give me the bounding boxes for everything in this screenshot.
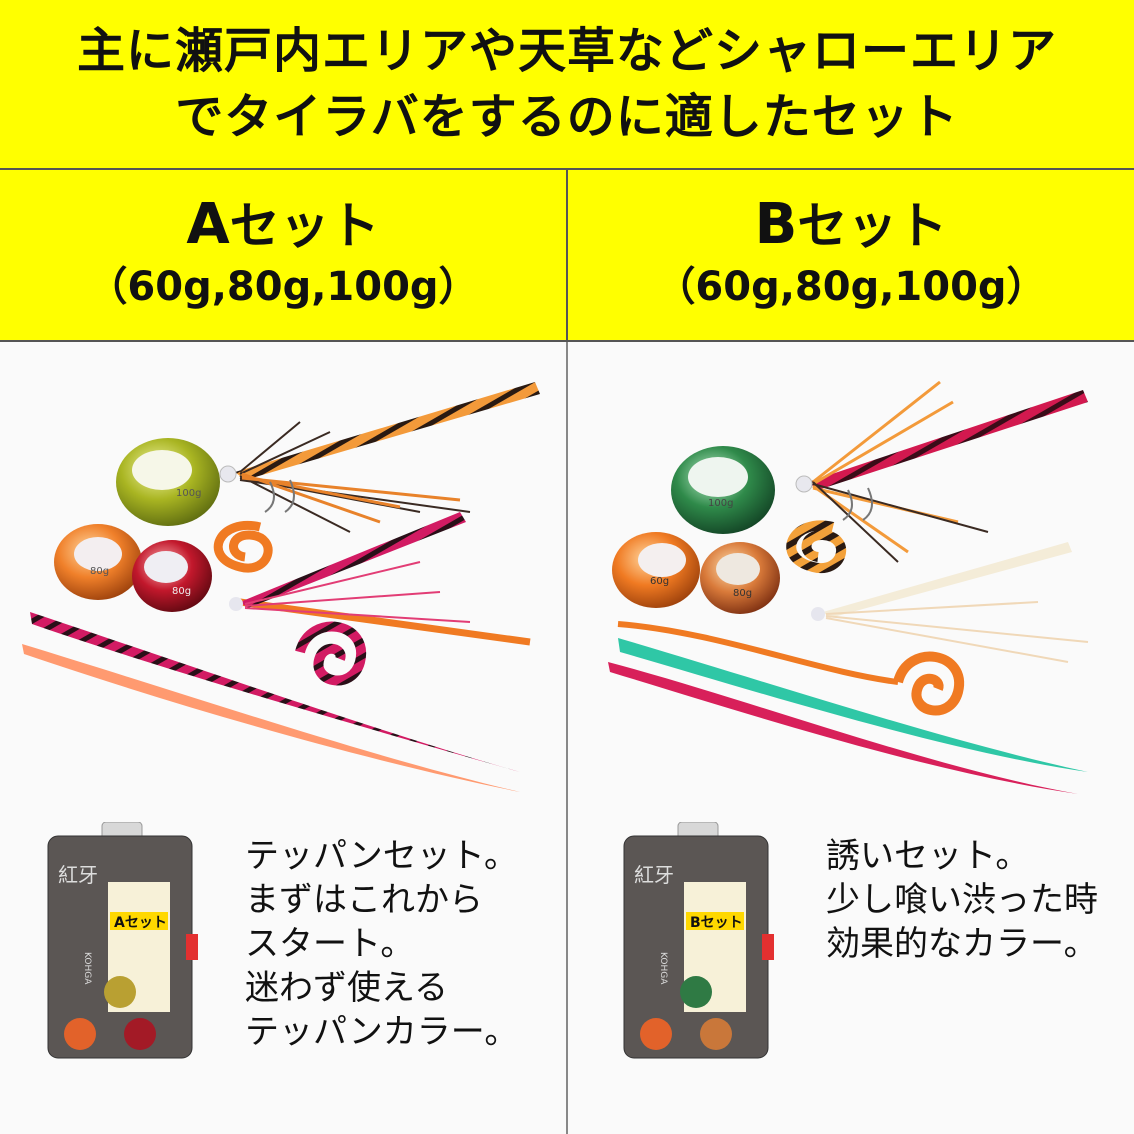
set-a-box-brand: 紅牙 xyxy=(58,863,98,887)
set-a-suffix: セット xyxy=(229,196,380,255)
set-a-box-brand-en: KOHGA xyxy=(82,952,92,985)
set-b-curly-tail-striped xyxy=(786,520,846,574)
set-a-title: Aセット xyxy=(186,191,380,257)
set-b-heads: 100g 60g 80g xyxy=(612,446,780,614)
set-b-box-brand: 紅牙 xyxy=(634,863,674,887)
set-a-desc-line-4: 迷わず使える xyxy=(245,968,448,1008)
set-b-necktie-tails xyxy=(608,638,1088,794)
set-b-box-brand-en: KOHGA xyxy=(658,952,668,985)
set-b-description: 誘いセット。 少し喰い渋った時 効果的なカラー。 xyxy=(826,834,1098,966)
set-a-necktie-tails xyxy=(22,612,520,792)
set-a-head-label-1: 100g xyxy=(176,488,201,499)
set-b-desc-line-1: 誘いセット。 xyxy=(826,836,1030,876)
top-banner: 主に瀬戸内エリアや天草などシャローエリア でタイラバをするのに適したセット xyxy=(0,0,1134,170)
set-a-tackle-box-icon: Aセット 紅牙 KOHGA xyxy=(47,822,198,1059)
set-a-weights: （60g,80g,100g） xyxy=(87,263,479,310)
set-a-description: テッパンセット。 まずはこれから スタート。 迷わず使える テッパンカラー。 xyxy=(245,834,518,1054)
set-b-box-label: Bセット xyxy=(690,915,743,931)
set-a-desc-line-3: スタート。 xyxy=(245,924,415,964)
set-a-letter: A xyxy=(186,191,230,257)
set-b-desc-line-2: 少し喰い渋った時 xyxy=(826,880,1098,920)
set-a-lure-illustration: 100g 80g 80g xyxy=(22,382,540,792)
banner-line-1: 主に瀬戸内エリアや天草などシャローエリア xyxy=(76,23,1057,79)
set-b-suffix: セット xyxy=(797,196,948,255)
banner-line-2: でタイラバをするのに適したセット xyxy=(175,89,959,145)
set-a-panel: 100g 80g 80g xyxy=(0,342,567,1134)
set-a-header: Aセット （60g,80g,100g） xyxy=(0,170,567,342)
set-b-title: Bセット xyxy=(754,191,948,257)
set-b-header: Bセット （60g,80g,100g） xyxy=(567,170,1134,342)
set-a-desc-line-2: まずはこれから xyxy=(245,880,483,920)
set-a-desc-line-5: テッパンカラー。 xyxy=(245,1012,519,1052)
set-b-desc-line-3: 効果的なカラー。 xyxy=(826,924,1098,964)
set-b-weights: （60g,80g,100g） xyxy=(655,263,1047,310)
set-b-lower-skirt xyxy=(811,542,1089,663)
set-b-letter: B xyxy=(754,191,798,257)
set-b-curly-tail-orange xyxy=(617,621,965,716)
set-a-curly-tail-orange xyxy=(213,520,531,646)
set-b-head-label-2: 60g xyxy=(650,576,669,587)
set-a-lower-skirt xyxy=(229,512,471,623)
set-a-desc-line-1: テッパンセット。 xyxy=(245,836,519,876)
set-b-upper-skirt xyxy=(795,380,1088,563)
set-a-box-label: Aセット xyxy=(114,915,167,931)
set-a-head-label-2: 80g xyxy=(90,566,109,577)
set-a-curly-tail-pink xyxy=(295,621,367,686)
set-b-head-label-3: 80g xyxy=(733,588,752,599)
set-a-head-label-3: 80g xyxy=(172,586,191,597)
set-b-lure-illustration: 100g 60g 80g xyxy=(608,380,1089,794)
set-b-panel: 100g 60g 80g xyxy=(567,342,1134,1134)
set-a-heads: 100g 80g 80g xyxy=(54,438,220,612)
set-b-tackle-box-icon: Bセット 紅牙 KOHGA xyxy=(623,822,774,1059)
set-b-head-label-1: 100g xyxy=(708,498,733,509)
set-a-upper-skirt xyxy=(219,382,540,533)
